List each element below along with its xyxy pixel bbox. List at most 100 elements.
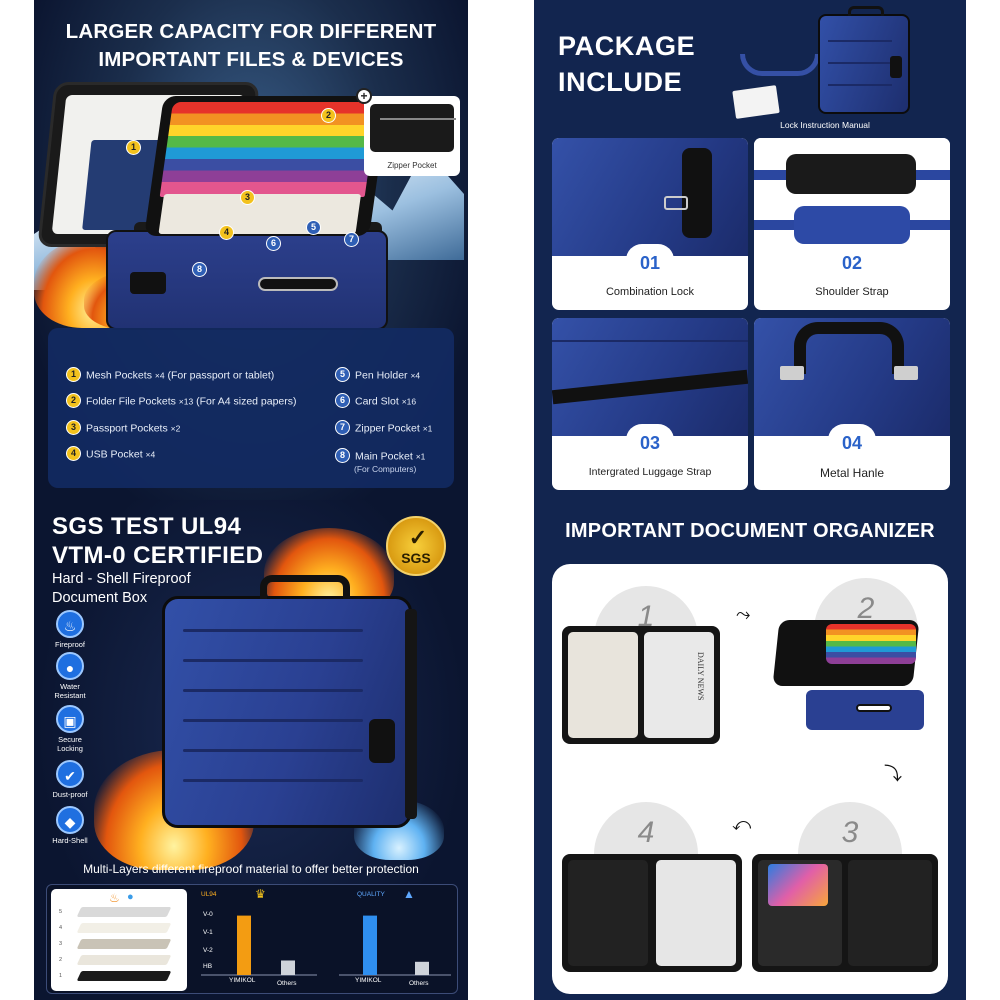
layer-number: 1 [59, 973, 63, 979]
step-2-folder-case [772, 620, 926, 730]
chart-level-label: V-1 [203, 929, 213, 936]
marker-6: 6 [266, 236, 281, 251]
legend-text: Folder File Pockets [86, 395, 176, 408]
package-card-combination-lock: 01 Combination Lock [552, 138, 748, 310]
zipper-pouch [370, 104, 456, 152]
certification-section: SGS TEST UL94 VTM-0 CERTIFIED Hard - She… [34, 500, 468, 1000]
feature-hard-shell: ◆ Hard-Shell [46, 806, 94, 845]
check-icon: ✓ [408, 525, 428, 550]
chart-top-label: QUALITY [357, 891, 385, 898]
shoulder-strap-photo [754, 138, 950, 256]
feature-label: Secure Locking [57, 735, 83, 753]
chart2-svg [339, 915, 451, 976]
bar-label: Others [277, 980, 297, 987]
legend-num: 5 [335, 367, 350, 382]
capacity-title-line1: LARGER CAPACITY FOR DIFFERENT [65, 20, 437, 43]
chart-level-label: V-2 [203, 947, 213, 954]
marker-5: 5 [306, 220, 321, 235]
legend-qty: ×13 [178, 396, 194, 407]
sgs-seal: ✓ SGS [386, 516, 446, 576]
legend-num: 1 [66, 367, 81, 382]
legend-num: 7 [335, 420, 350, 435]
bar-label: YIMIKOL [355, 977, 382, 984]
legend-num: 3 [66, 420, 81, 435]
step-number: 1 [637, 600, 655, 633]
package-title: PACKAGE INCLUDE [558, 28, 695, 100]
card-label: Shoulder Strap [815, 286, 889, 298]
legend-num: 6 [335, 393, 350, 408]
package-card-shoulder-strap: 02 Shoulder Strap [754, 138, 950, 310]
card-number: 03 [626, 424, 674, 458]
layer-number: 4 [59, 925, 63, 931]
package-card-metal-handle: 04 Metal Hanle [754, 318, 950, 490]
legend-num: 8 [335, 448, 350, 463]
legend-item-8-extra: (For Computers) [354, 464, 417, 474]
chart-level-label: HB [203, 963, 213, 970]
flame-icon: ♨ [56, 610, 84, 638]
combination-lock [130, 272, 166, 294]
step-number: 2 [857, 592, 875, 625]
legend-text: USB Pocket [86, 448, 143, 461]
marker-3: 3 [240, 190, 255, 205]
card-number: 04 [828, 424, 876, 458]
material-layers: 5 4 3 2 1 ♨ ● [51, 889, 187, 991]
marker-4: 4 [219, 225, 234, 240]
folder-pocket-flap [158, 194, 362, 234]
combination-lock-photo [552, 138, 748, 256]
shield-icon: ✔ [56, 760, 84, 788]
case-top-handle [260, 575, 350, 599]
capacity-title-line2: IMPORTANT FILES & DEVICES [98, 48, 404, 71]
chart-level-label: V-0 [203, 911, 213, 918]
card-label: Combination Lock [605, 286, 695, 298]
legend-text: Card Slot [355, 395, 399, 408]
organizer-steps: 1 2 4 3 DAILY NEWS [552, 564, 948, 994]
zipper-pocket-callout: Zipper Pocket [364, 96, 460, 176]
accordion-folder [144, 96, 389, 236]
ul94-comparison-chart: UL94 ♛ V-0 V-1 V-2 HB YIMIKOL Others [199, 887, 319, 991]
feature-label: Dust-proof [52, 790, 88, 799]
feature-label: Water Resistant [54, 682, 86, 700]
subtitle-line1: Hard - Shell Fireproof [52, 571, 191, 587]
legend-num: 4 [66, 446, 81, 461]
comparison-bar-1 [415, 961, 429, 975]
plus-icon: + [356, 88, 372, 104]
left-panel: LARGER CAPACITY FOR DIFFERENT IMPORTANT … [34, 0, 468, 1000]
comparison-bar-0 [363, 915, 377, 975]
arrow-step-2-to-3: ⤵ [884, 764, 902, 784]
feature-label: Fireproof [54, 640, 85, 649]
newspaper-text: DAILY NEWS [696, 652, 705, 701]
luggage-strap-photo [552, 318, 748, 436]
combination-lock [369, 719, 395, 763]
package-card-luggage-strap: 03 Intergrated Luggage Strap [552, 318, 748, 490]
package-contents-image: Lock Instruction Manual [720, 4, 930, 134]
legend-extra: (For passport or tablet) [167, 369, 275, 382]
crown-icon: ♛ [255, 887, 266, 901]
legend-text: Main Pocket [355, 450, 413, 463]
step-number: 4 [637, 816, 655, 849]
legend-qty: ×16 [401, 396, 417, 407]
legend-qty: ×4 [410, 370, 421, 381]
marker-7: 7 [344, 232, 359, 247]
card-label: Metal Hanle [819, 466, 885, 480]
organizer-title: IMPORTANT DOCUMENT ORGANIZER [565, 520, 935, 542]
water-drop-icon: ● [127, 891, 134, 903]
chart-top-label: UL94 [201, 891, 217, 898]
bar-label: Others [409, 980, 429, 987]
pocket-legend: 1 Mesh Pockets ×4 (For passport or tablet… [48, 328, 454, 488]
legend-text: Mesh Pockets [86, 369, 152, 382]
card-number: 02 [828, 244, 876, 278]
marker-1: 1 [126, 140, 141, 155]
thumbs-up-icon: ▲ [403, 887, 415, 901]
legend-qty: ×4 [145, 449, 156, 460]
feature-secure-locking: ▣ Secure Locking [46, 705, 94, 753]
legend-text: Zipper Pocket [355, 422, 420, 435]
layer-number: 3 [59, 941, 63, 947]
card-label: Intergrated Luggage Strap [588, 466, 712, 478]
legend-qty: ×2 [170, 423, 181, 434]
metal-handle-photo [754, 318, 950, 436]
